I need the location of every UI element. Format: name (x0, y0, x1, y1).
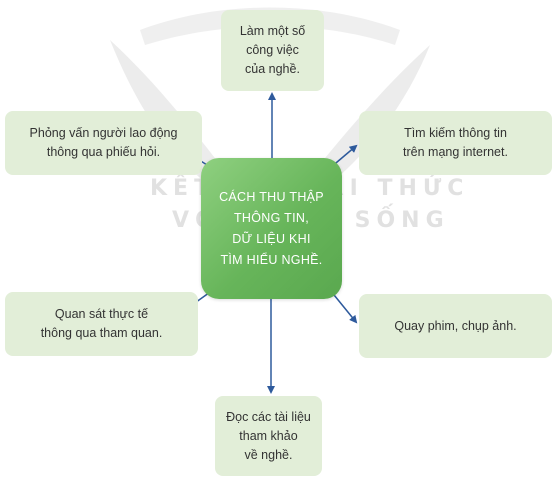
node-do-some-work-label: Làm một số công việc của nghề. (239, 24, 306, 76)
node-field-observation: Quan sát thực tế thông qua tham quan. (5, 292, 198, 356)
node-do-some-work: Làm một số công việc của nghề. (221, 10, 324, 91)
node-search-internet: Tìm kiếm thông tin trên mạng internet. (359, 111, 552, 175)
center-topic-label: CÁCH THU THẬP THÔNG TIN, DỮ LIỆU KHI TÌM… (219, 189, 324, 267)
node-search-internet-label: Tìm kiếm thông tin trên mạng internet. (403, 126, 508, 159)
node-read-references-label: Đọc các tài liệu tham khảo về nghề. (226, 409, 311, 462)
node-interview-workers-label: Phỏng vấn người lao động thông qua phiếu… (29, 126, 178, 159)
node-field-observation-label: Quan sát thực tế thông qua tham quan. (40, 307, 163, 340)
node-film-photograph: Quay phim, chụp ảnh. (359, 294, 552, 358)
node-film-photograph-label: Quay phim, chụp ảnh. (394, 318, 517, 333)
node-interview-workers: Phỏng vấn người lao động thông qua phiếu… (5, 111, 202, 175)
node-read-references: Đọc các tài liệu tham khảo về nghề. (215, 396, 322, 476)
center-topic: CÁCH THU THẬP THÔNG TIN, DỮ LIỆU KHI TÌM… (201, 158, 342, 299)
